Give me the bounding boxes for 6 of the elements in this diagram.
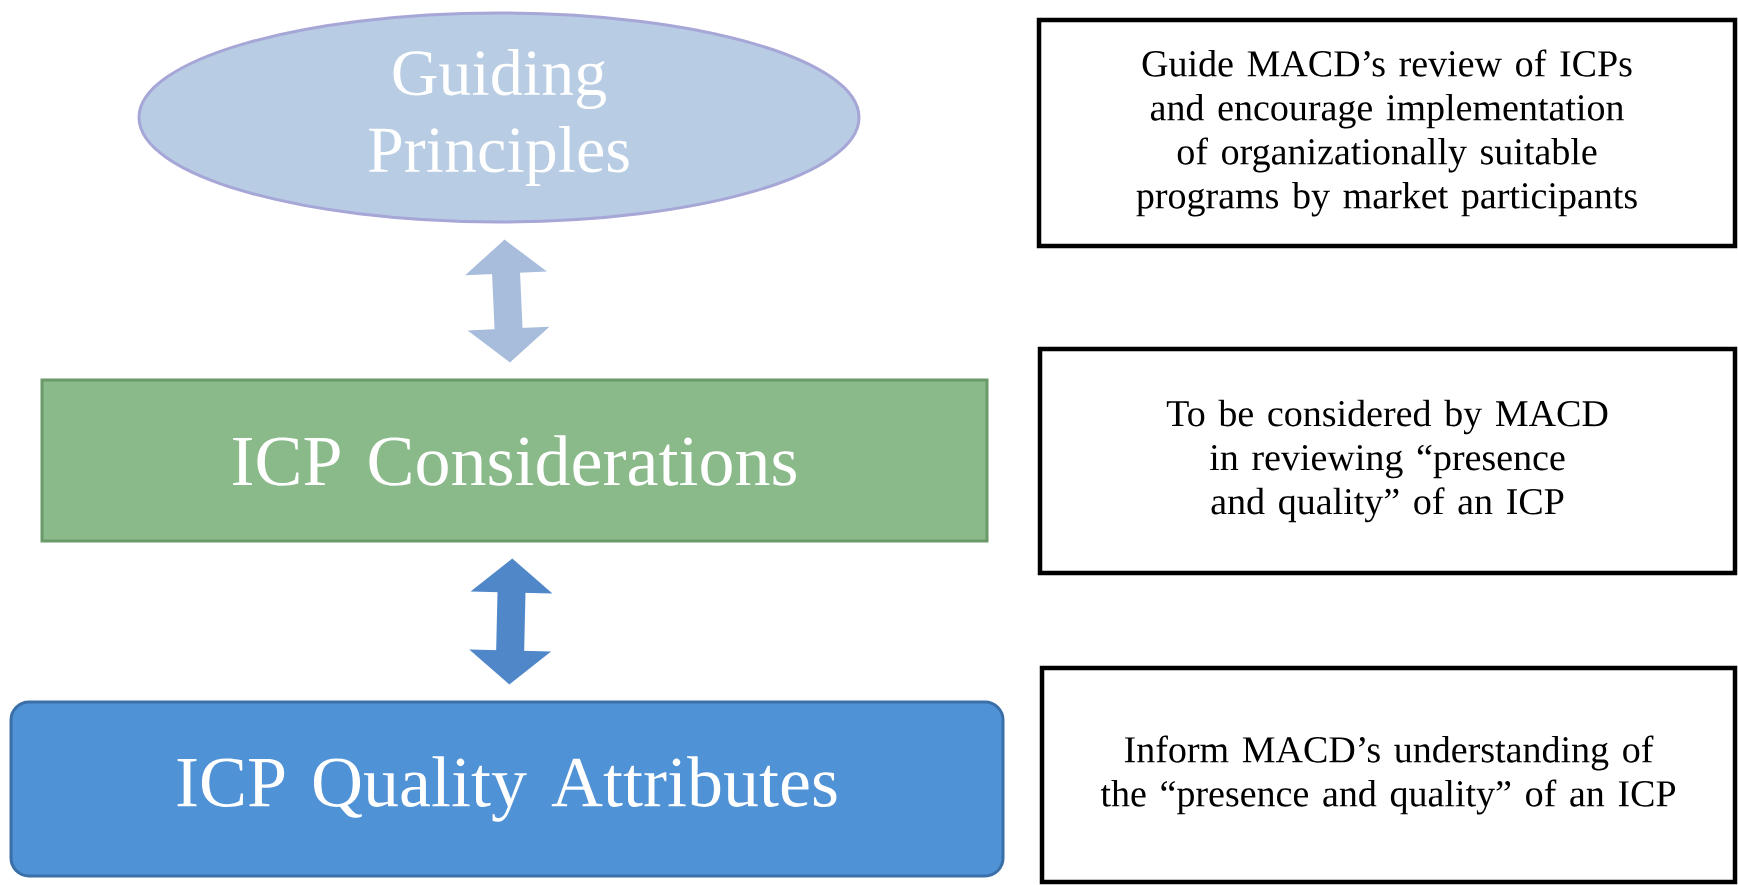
text-box: Inform MACD’s understanding of the “presence and quality” of an ICP xyxy=(1039,665,1738,885)
ellipse-node: Guiding Principles xyxy=(137,11,861,224)
text-box: To be considered by MACD in reviewing “presence and quality” of an ICP xyxy=(1037,346,1738,576)
rounded-box: ICP Quality Attributes xyxy=(9,700,1005,878)
text-box: Guide MACD’s review of ICPs and encourage implementation of organizationally suitable programs by market participants xyxy=(1036,17,1738,249)
process-box: ICP Considerations xyxy=(40,378,989,543)
